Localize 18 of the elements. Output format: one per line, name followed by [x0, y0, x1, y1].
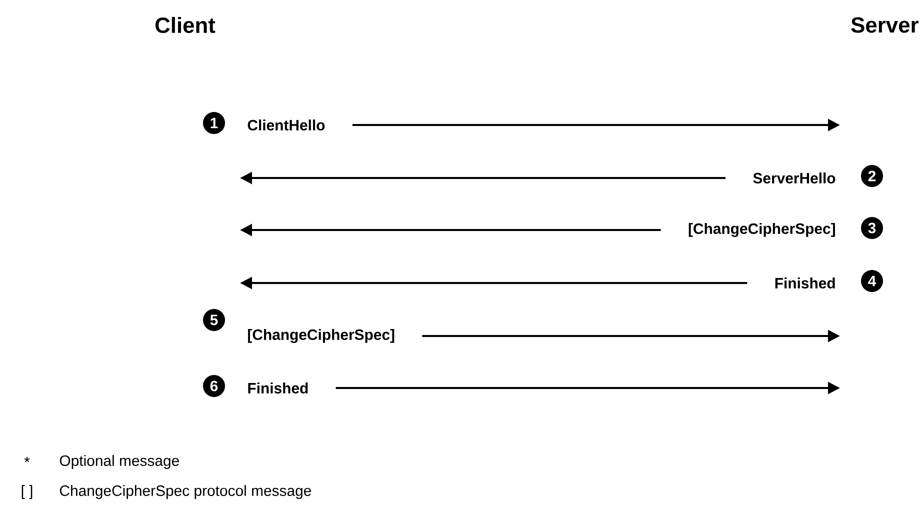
callout-number: 2 [861, 165, 883, 187]
column-heading: Server [851, 17, 918, 33]
message-label: ServerHello [753, 172, 836, 184]
legend-symbol: [ ] [22, 485, 32, 499]
legend-symbol: * [24, 456, 30, 462]
message-label: Finished [775, 278, 835, 288]
callout-number: 1 [203, 112, 225, 134]
message-label: [ChangeCipherSpec] [688, 223, 835, 237]
legend-text: ChangeCipherSpec protocol message [60, 485, 312, 499]
callout-number: 5 [203, 309, 225, 331]
legend-text: Optional message [60, 455, 179, 469]
callout-number: 3 [861, 217, 883, 239]
callout-number: 6 [203, 375, 225, 397]
message-label: Finished [248, 382, 308, 394]
message-label: ClientHello [248, 120, 325, 130]
column-heading: Client [155, 16, 216, 34]
message-label: [ChangeCipherSpec] [248, 329, 394, 343]
callout-number: 4 [861, 270, 883, 292]
